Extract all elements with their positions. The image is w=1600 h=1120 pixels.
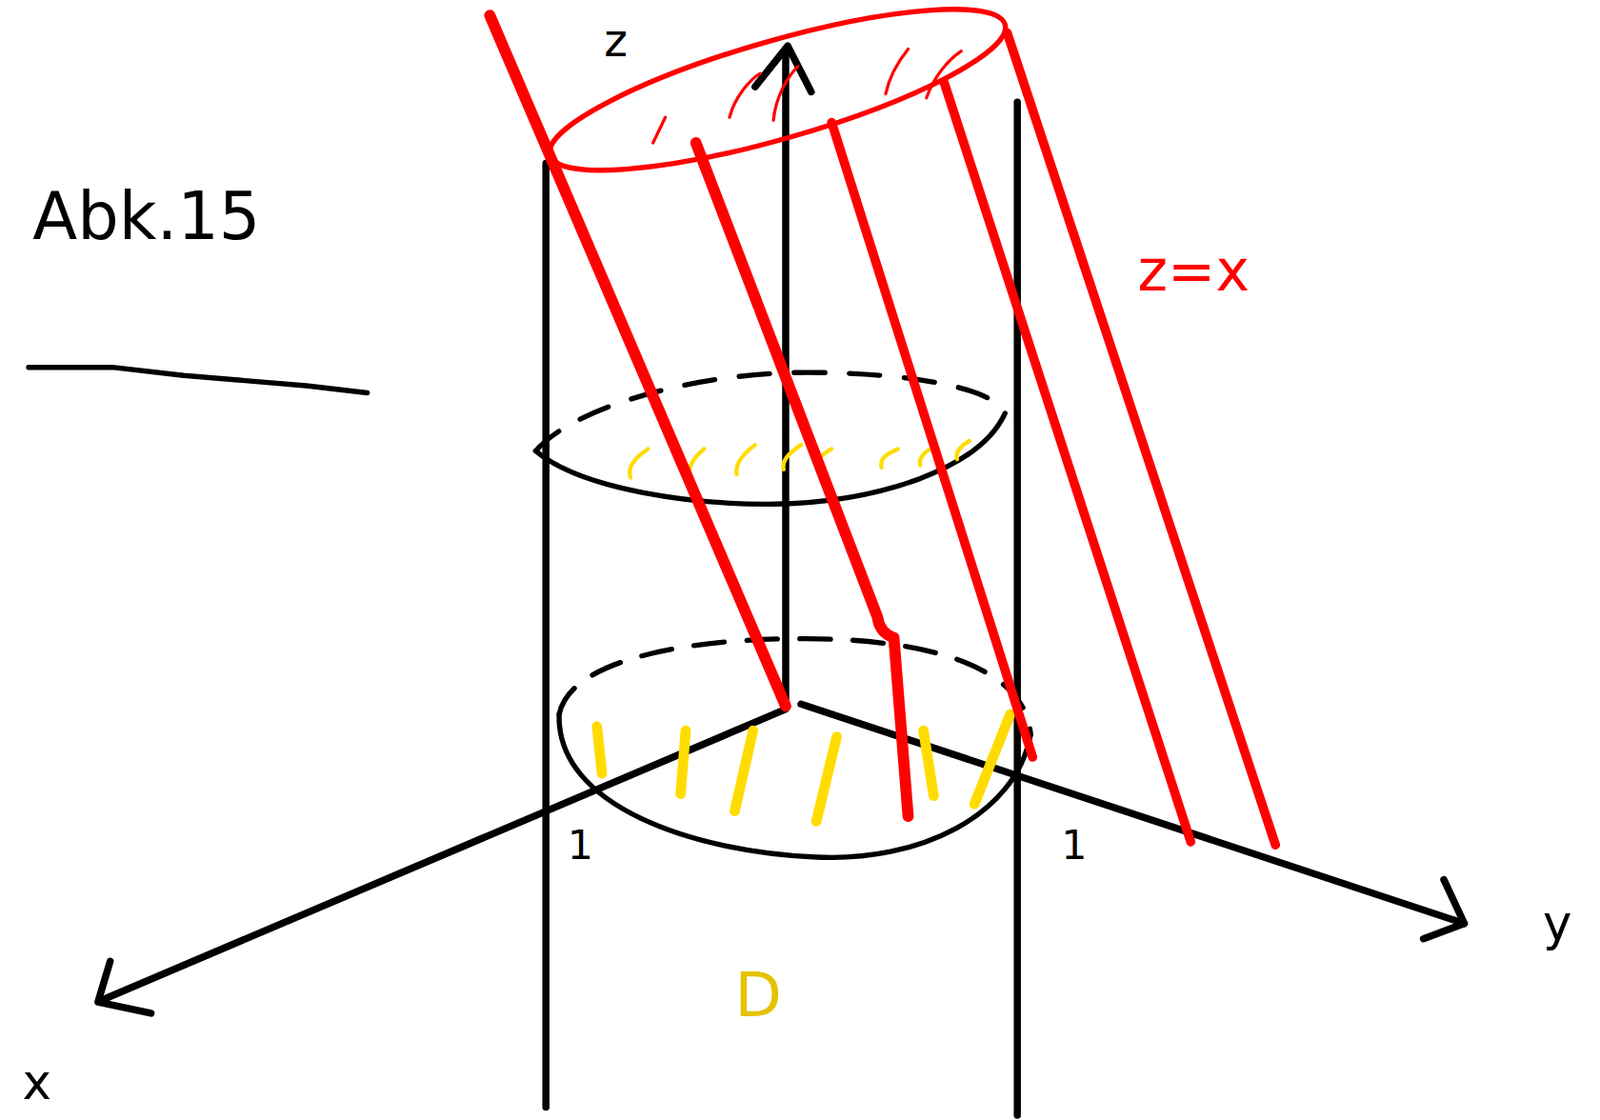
plane-label: z=x bbox=[1138, 242, 1250, 300]
axis-label: z bbox=[603, 18, 628, 63]
base-ellipse bbox=[559, 714, 1031, 858]
tick-label: 1 bbox=[567, 824, 594, 866]
cylinder-side bbox=[1013, 101, 1020, 1116]
heading-underline bbox=[28, 367, 368, 394]
arrowhead bbox=[1423, 880, 1465, 940]
region-hatching bbox=[597, 714, 1011, 821]
figure-title: Abk.15 bbox=[32, 183, 260, 250]
cylinder-side bbox=[541, 162, 549, 1107]
tick-label: 1 bbox=[1060, 824, 1087, 866]
region-label: D bbox=[734, 963, 782, 1025]
axis-label: y bbox=[1542, 898, 1572, 947]
plane bbox=[489, 0, 1276, 845]
x-axis bbox=[101, 709, 786, 1000]
base-ellipse-hidden bbox=[559, 639, 1031, 736]
arrowhead bbox=[98, 960, 152, 1014]
axis-label: x bbox=[22, 1057, 52, 1106]
